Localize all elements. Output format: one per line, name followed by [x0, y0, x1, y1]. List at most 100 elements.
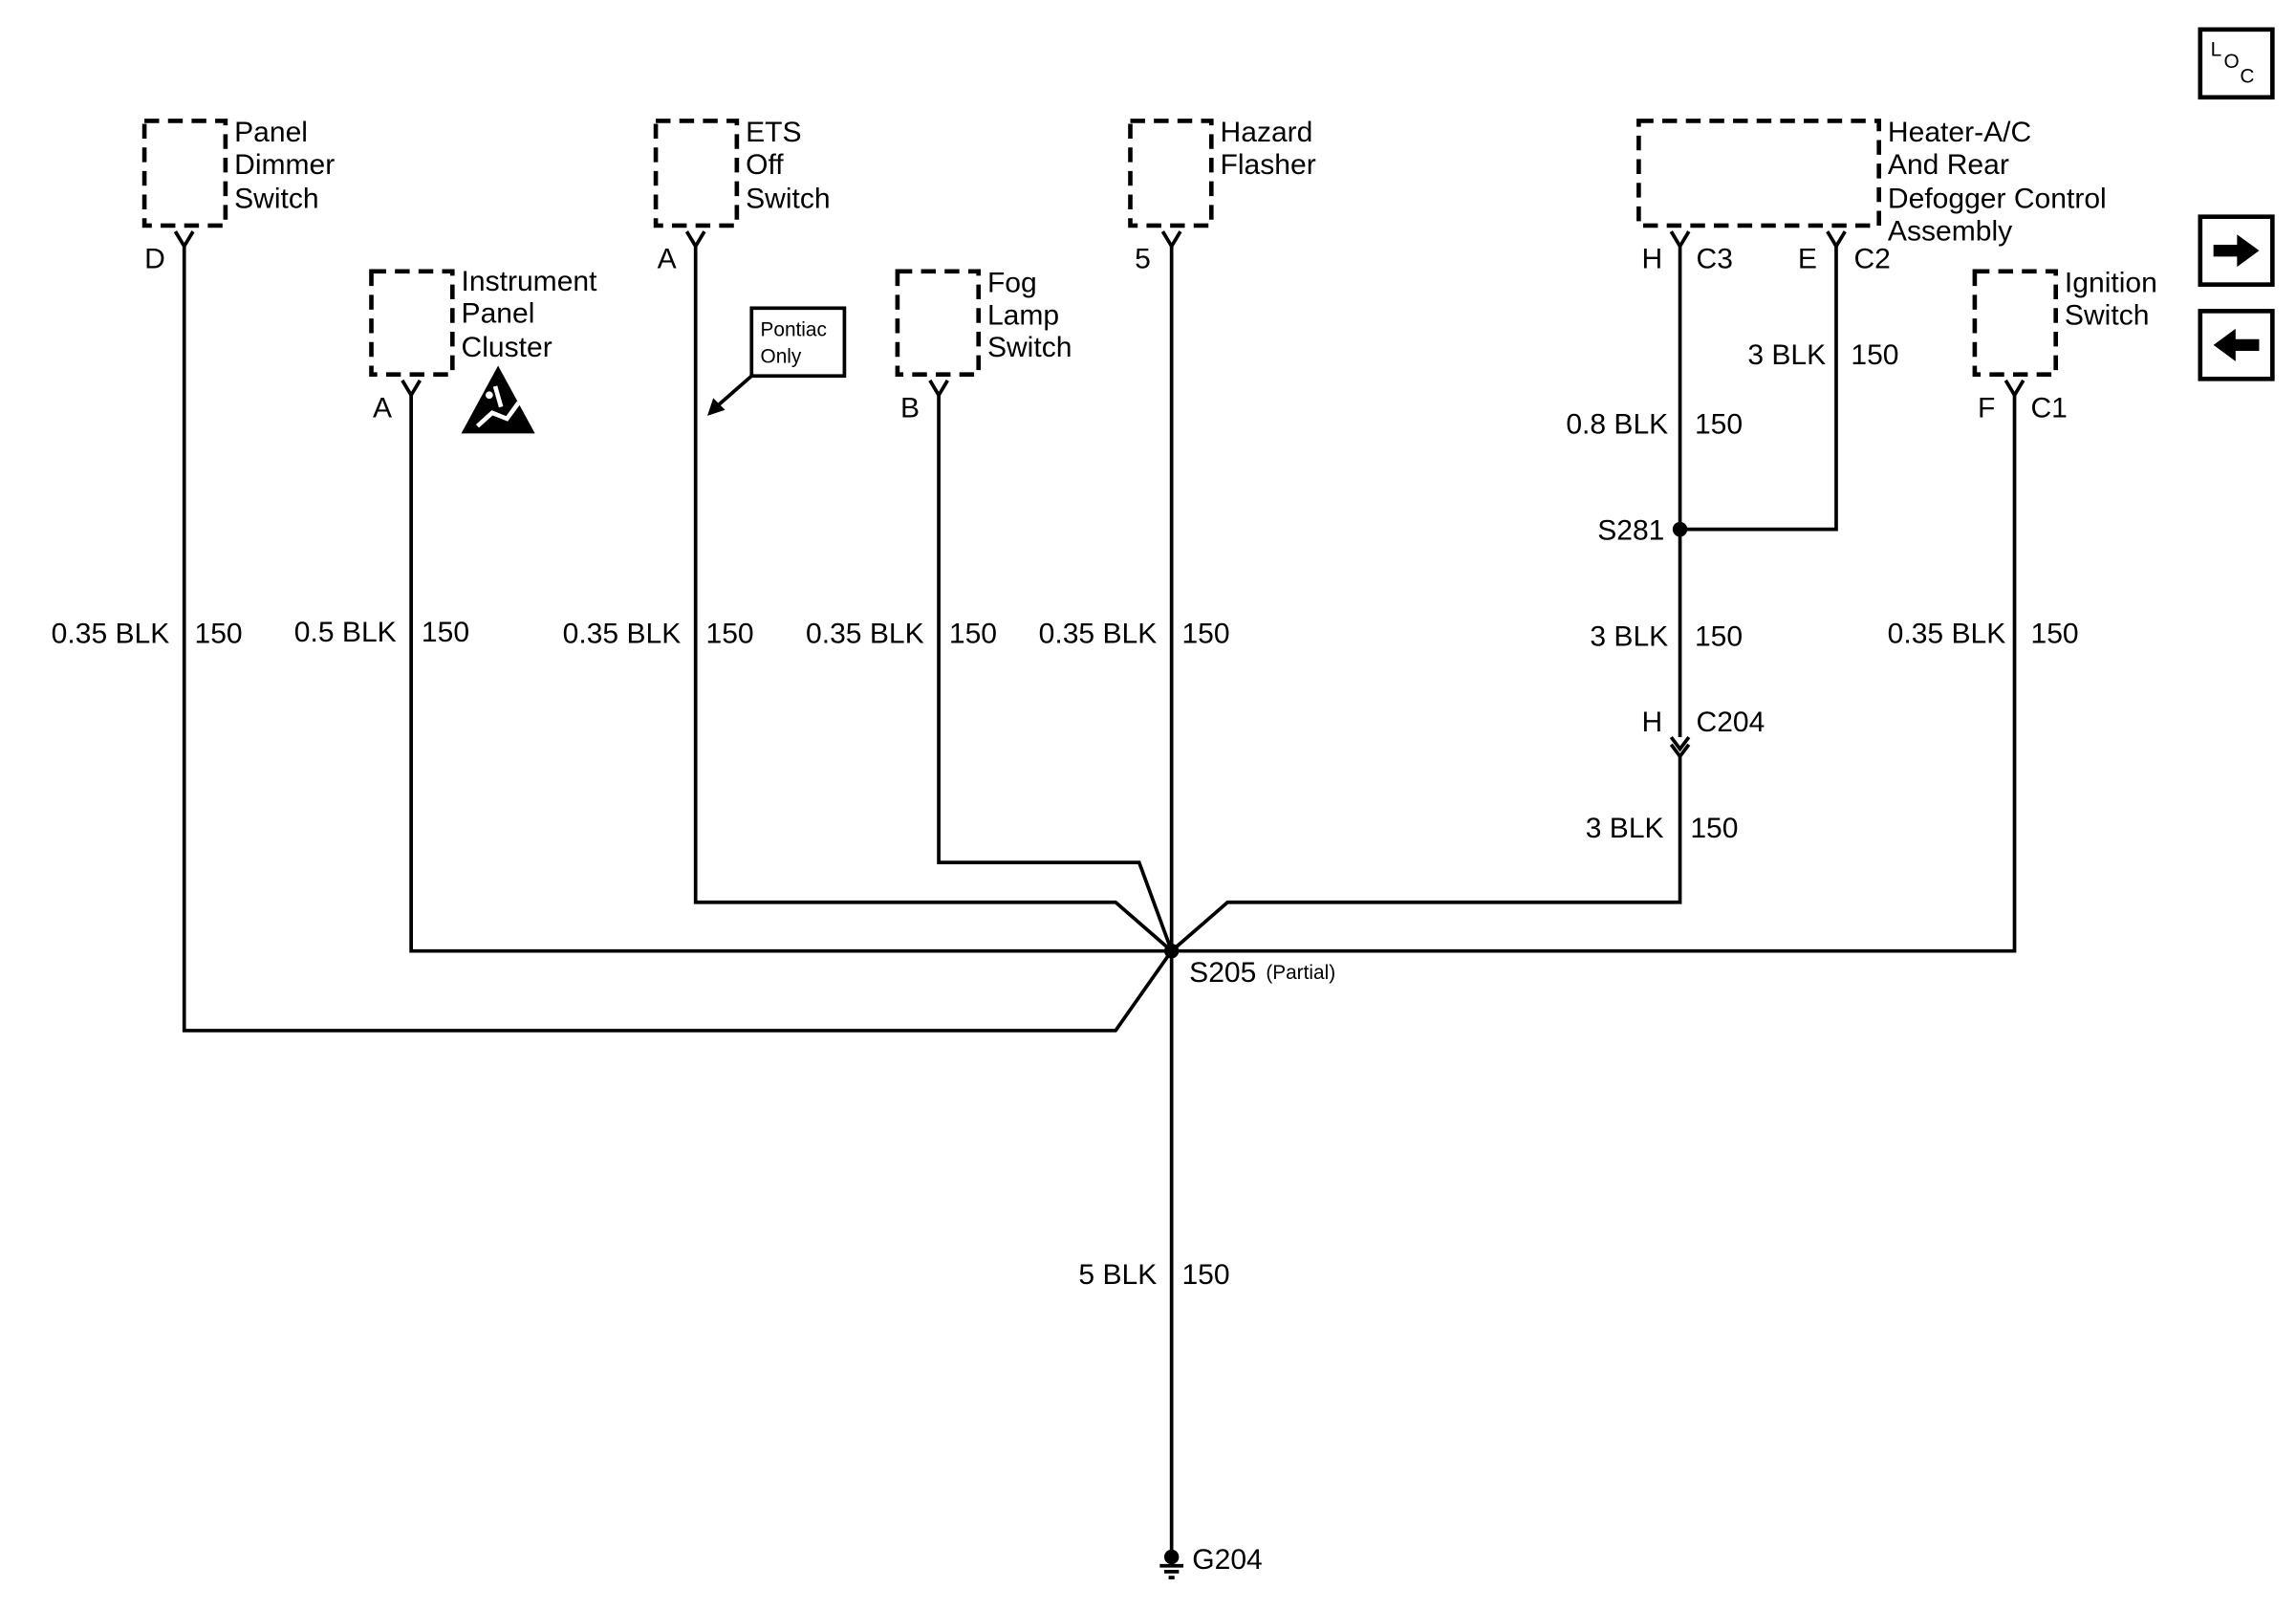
heater-ac-control-assembly: Heater-A/C And Rear Defogger Control Ass…	[1636, 117, 2107, 247]
esd-warning-icon	[461, 365, 535, 434]
heater-ac-label-4: Assembly	[1888, 215, 2012, 247]
wire-circuit-instrument-cluster: 150	[422, 617, 469, 648]
arrow-left-icon	[2213, 328, 2260, 361]
fog-lamp-switch: Fog Lamp Switch	[895, 267, 1072, 378]
pin-symbol-panel-dimmer	[173, 230, 195, 250]
heater-ac-label-1: Heater-A/C	[1888, 117, 2031, 148]
ignition-label-1: Ignition	[2065, 267, 2157, 298]
wire-circuit-panel-dimmer: 150	[195, 618, 243, 649]
wires	[182, 246, 2017, 1552]
wire-circuit-heater-e: 150	[1851, 339, 1898, 371]
fog-lamp-label-1: Fog	[987, 267, 1037, 298]
splice-label-s281: S281	[1597, 514, 1664, 546]
splice-note-partial: (Partial)	[1266, 962, 1335, 984]
connector-label-c1: C1	[2030, 392, 2067, 424]
wire-labels: 0.35 BLK 150 0.5 BLK 150 0.35 BLK 150 0.…	[52, 339, 2079, 1291]
wire-c204-to-s205	[1170, 754, 1682, 953]
pin-label-h: H	[1641, 244, 1662, 275]
hazard-label-1: Hazard	[1221, 117, 1313, 148]
loc-c: C	[2240, 65, 2254, 87]
wire-size-hazard: 0.35 BLK	[1039, 618, 1158, 649]
pin-label-e: E	[1798, 244, 1817, 275]
wire-size-s281-c204: 3 BLK	[1590, 620, 1668, 652]
pin-label-ets-a: A	[658, 244, 677, 275]
wire-size-c204-s205: 3 BLK	[1586, 813, 1664, 844]
wire-size-panel-dimmer: 0.35 BLK	[52, 618, 170, 649]
wire-circuit-hazard: 150	[1181, 618, 1229, 649]
splice-dot-s281	[1672, 521, 1688, 537]
panel-dimmer-switch: Panel Dimmer Switch	[141, 117, 335, 228]
splice-s205: S205 (Partial)	[1163, 943, 1335, 989]
pin-symbol-hazard	[1160, 230, 1182, 250]
pin-label-5: 5	[1135, 244, 1151, 275]
wire-instrument-cluster	[409, 395, 1172, 953]
ets-off-label-3: Switch	[746, 183, 830, 214]
instrument-cluster-label-3: Cluster	[462, 332, 552, 363]
wire-size-ignition: 0.35 BLK	[1888, 618, 2006, 649]
pin-symbol-heater-h	[1669, 230, 1691, 250]
wire-size-heater-e: 3 BLK	[1747, 339, 1826, 371]
heater-ac-label-3: Defogger Control	[1888, 183, 2107, 214]
location-button[interactable]: L O C	[2198, 27, 2275, 100]
fog-lamp-switch-box	[895, 269, 982, 378]
ignition-switch: Ignition Switch	[1972, 267, 2157, 378]
panel-dimmer-label-1: Panel	[234, 117, 308, 148]
loc-o: O	[2223, 51, 2239, 73]
pin-symbol-fog-lamp	[928, 379, 949, 399]
wire-circuit-ignition: 150	[2030, 618, 2078, 649]
instrument-cluster-label-2: Panel	[462, 298, 535, 330]
heater-ac-box	[1636, 119, 1882, 228]
panel-dimmer-label-3: Switch	[234, 183, 318, 214]
ignition-label-2: Switch	[2065, 299, 2149, 331]
next-page-button[interactable]	[2198, 214, 2275, 287]
wire-ets-off	[693, 246, 1173, 953]
c204-label: C204	[1697, 707, 1765, 738]
c204-pin-label: H	[1641, 707, 1662, 738]
pin-symbol-instrument-cluster	[401, 379, 422, 399]
instrument-panel-cluster-box	[369, 269, 455, 378]
fog-lamp-label-3: Switch	[987, 332, 1072, 363]
wire-circuit-heater-h: 150	[1695, 408, 1743, 440]
instrument-panel-cluster: Instrument Panel Cluster	[369, 266, 597, 378]
wire-heater-e	[1679, 246, 1838, 532]
ets-off-label-1: ETS	[746, 117, 801, 148]
c204-symbol-top	[1669, 735, 1691, 752]
pin-label-b: B	[900, 392, 920, 424]
pin-labels: D A A B 5 H C3 E C2 F C1	[144, 244, 2068, 424]
heater-ac-label-2: And Rear	[1888, 149, 2009, 181]
arrow-right-icon	[2213, 234, 2260, 268]
wire-ignition	[1171, 395, 2017, 953]
connector-label-c2: C2	[1853, 244, 1890, 275]
wire-size-fog-lamp: 0.35 BLK	[806, 618, 924, 649]
wire-circuit-s281-c204: 150	[1695, 620, 1743, 652]
ground-g204: G204	[1159, 1544, 1263, 1579]
c204-symbol-bottom	[1669, 743, 1691, 760]
pin-symbol-heater-e	[1826, 230, 1847, 250]
wire-circuit-fog-lamp: 150	[949, 618, 997, 649]
callout-arrow-line	[715, 374, 753, 409]
hazard-flasher: Hazard Flasher	[1128, 117, 1316, 228]
previous-page-button[interactable]	[2198, 309, 2275, 381]
connector-c204: H C204	[1641, 707, 1765, 760]
wire-circuit-ground: 150	[1181, 1259, 1229, 1291]
splice-s281: S281	[1597, 514, 1688, 546]
ets-off-switch: ETS Off Switch	[653, 117, 831, 228]
hazard-label-2: Flasher	[1221, 149, 1316, 181]
callout-line-2: Only	[761, 345, 802, 367]
callout-arrow-head	[707, 398, 726, 416]
wire-size-instrument-cluster: 0.5 BLK	[294, 617, 397, 648]
pin-label-cluster-a: A	[373, 392, 392, 424]
wire-size-ets-off: 0.35 BLK	[563, 618, 682, 649]
splice-dot-s205	[1163, 943, 1180, 959]
pin-label-f: F	[1978, 392, 1995, 424]
connector-label-c3: C3	[1697, 244, 1733, 275]
panel-dimmer-switch-box	[141, 119, 228, 228]
ets-off-switch-box	[653, 119, 740, 228]
loc-l: L	[2211, 39, 2222, 61]
ets-off-label-2: Off	[746, 149, 784, 181]
panel-dimmer-label-2: Dimmer	[234, 149, 335, 181]
hazard-flasher-box	[1128, 119, 1214, 228]
wire-circuit-ets-off: 150	[705, 618, 753, 649]
fog-lamp-label-2: Lamp	[987, 299, 1059, 331]
pin-symbol-ets-off	[684, 230, 706, 250]
